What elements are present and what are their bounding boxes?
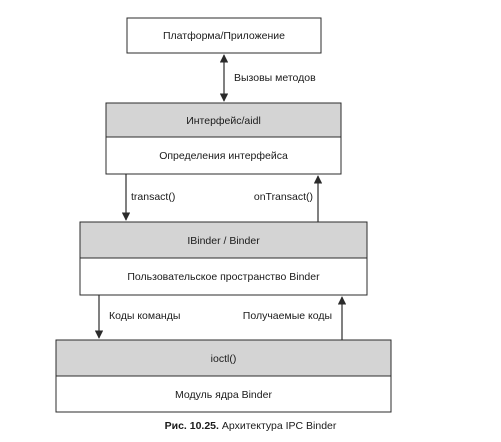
node-kernel-header: ioctl() — [211, 353, 237, 365]
node-binder-header: IBinder / Binder — [187, 235, 260, 247]
edge-command-codes: Коды команды — [94, 295, 180, 339]
edge-ontransact: onTransact() — [254, 175, 323, 222]
node-interface-label: Определения интерфейса — [159, 150, 288, 162]
edge-command-codes-label: Коды команды — [109, 310, 180, 322]
node-interface-header-bg — [105, 102, 342, 138]
node-binder-label: Пользовательское пространство Binder — [127, 271, 320, 283]
node-kernel: ioctl() Модуль ядра Binder — [55, 339, 392, 413]
node-binder-header-bg — [79, 221, 368, 259]
node-interface-header: Интерфейс/aidl — [186, 115, 261, 127]
node-platform-label: Платформа/Приложение — [163, 30, 285, 42]
edge-transact-label: transact() — [131, 191, 175, 203]
node-kernel-header-bg — [55, 339, 392, 377]
binder-architecture-diagram: Платформа/Приложение Интерфейс/aidl Опре… — [55, 17, 392, 413]
node-kernel-label: Модуль ядра Binder — [175, 389, 272, 401]
edge-method-calls: Вызовы методов — [219, 54, 316, 102]
node-binder: IBinder / Binder Пользовательское простр… — [79, 221, 368, 296]
figure-caption: Рис. 10.25. Архитектура IPC Binder — [0, 420, 501, 432]
edge-received-codes-label: Получаемые коды — [243, 310, 332, 322]
node-platform: Платформа/Приложение — [126, 17, 322, 54]
figure-caption-number: Рис. 10.25. — [164, 420, 219, 432]
edge-transact: transact() — [121, 174, 175, 221]
edge-method-calls-label: Вызовы методов — [234, 72, 316, 84]
edge-ontransact-label: onTransact() — [254, 191, 313, 203]
node-interface: Интерфейс/aidl Определения интерфейса — [105, 102, 342, 175]
figure-caption-text: Архитектура IPC Binder — [221, 420, 337, 432]
edge-received-codes: Получаемые коды — [243, 296, 347, 340]
